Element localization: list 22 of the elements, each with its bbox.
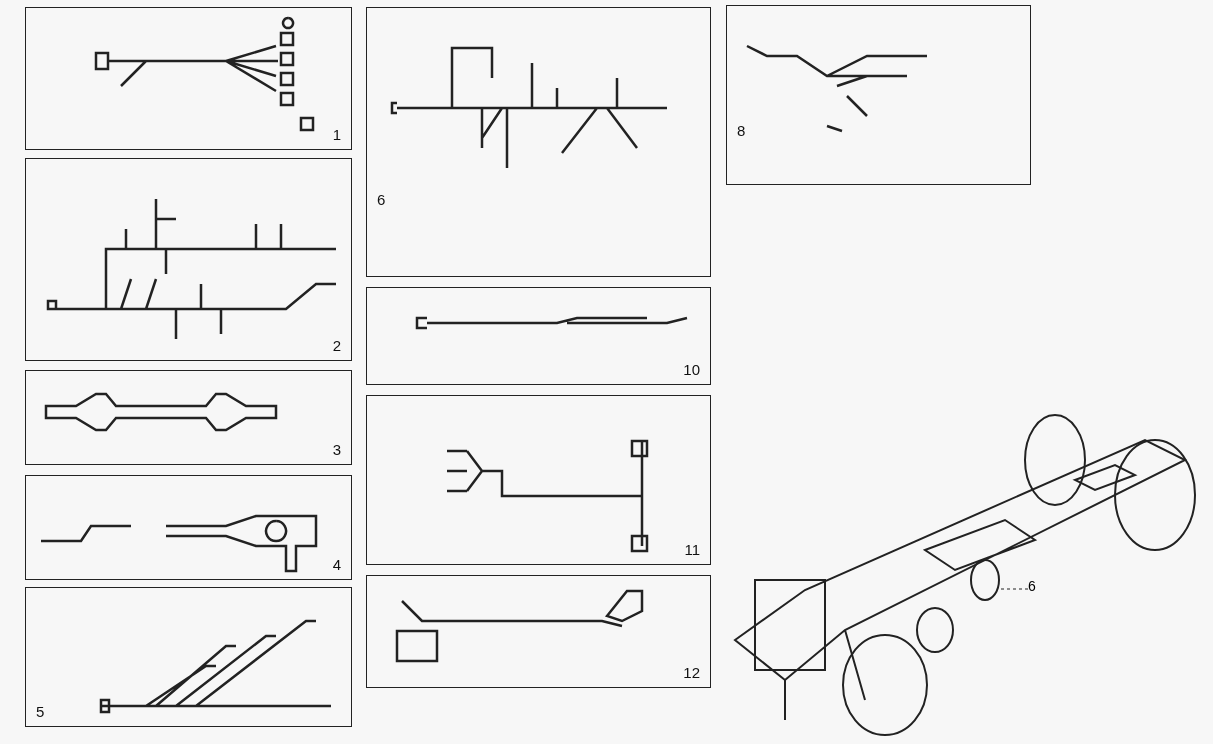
part-number: 11 — [684, 541, 700, 558]
part-number: 10 — [683, 361, 700, 378]
part-number: 12 — [683, 664, 700, 681]
part-panel — [366, 575, 711, 688]
part-number: 1 — [332, 126, 341, 143]
part-number: 3 — [332, 441, 341, 458]
part-panel — [366, 7, 711, 277]
part-panel — [25, 587, 352, 727]
part-number: 6 — [377, 191, 386, 208]
part-number: 5 — [36, 703, 45, 720]
callout-number: 6 — [1028, 578, 1048, 600]
part-panel — [726, 5, 1031, 185]
part-number: 2 — [332, 337, 341, 354]
part-panel — [366, 395, 711, 565]
part-number: 8 — [737, 122, 746, 139]
leader-line — [999, 588, 1029, 590]
part-panel — [366, 287, 711, 385]
part-panel — [25, 7, 352, 150]
part-panel — [25, 475, 352, 580]
part-number: 4 — [332, 556, 341, 573]
part-panel — [25, 158, 352, 361]
part-panel — [25, 370, 352, 465]
